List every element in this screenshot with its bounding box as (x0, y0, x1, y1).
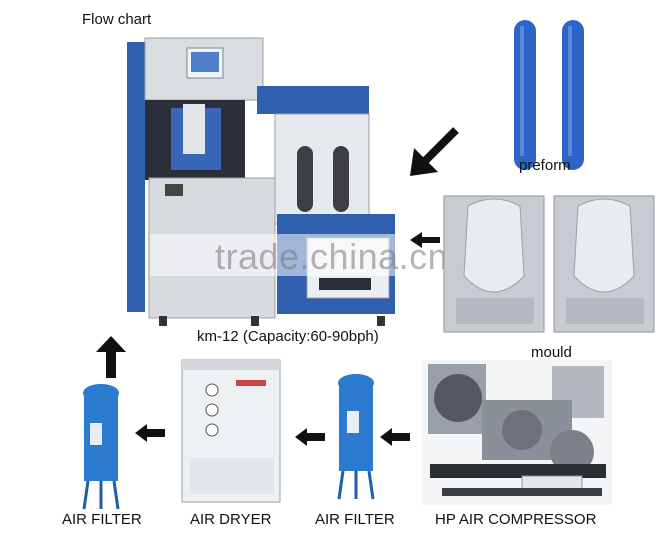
air-dryer-label: AIR DRYER (190, 511, 271, 528)
machine-label: km-12 (Capacity:60-90bph) (197, 328, 379, 345)
arrow-up-icon (96, 336, 126, 378)
air-filter-left-label: AIR FILTER (62, 511, 142, 528)
arrow-left-icon (295, 428, 325, 446)
air-compressor-image (422, 360, 612, 505)
air-dryer-image (180, 358, 284, 508)
arrow-diagonal-icon (408, 126, 460, 178)
compressor-label: HP AIR COMPRESSOR (435, 511, 596, 528)
arrow-left-icon (410, 232, 440, 248)
blow-molding-machine (125, 38, 395, 328)
flow-chart-title: Flow chart (82, 11, 151, 28)
air-filter-right-label: AIR FILTER (315, 511, 395, 528)
arrow-left-icon (135, 424, 165, 442)
preform-label: preform (519, 157, 571, 174)
mould-image (440, 186, 658, 336)
mould-label: mould (531, 344, 572, 361)
arrow-left-icon (380, 428, 410, 446)
air-filter-left-image (80, 383, 122, 511)
air-filter-right-image (335, 373, 377, 501)
